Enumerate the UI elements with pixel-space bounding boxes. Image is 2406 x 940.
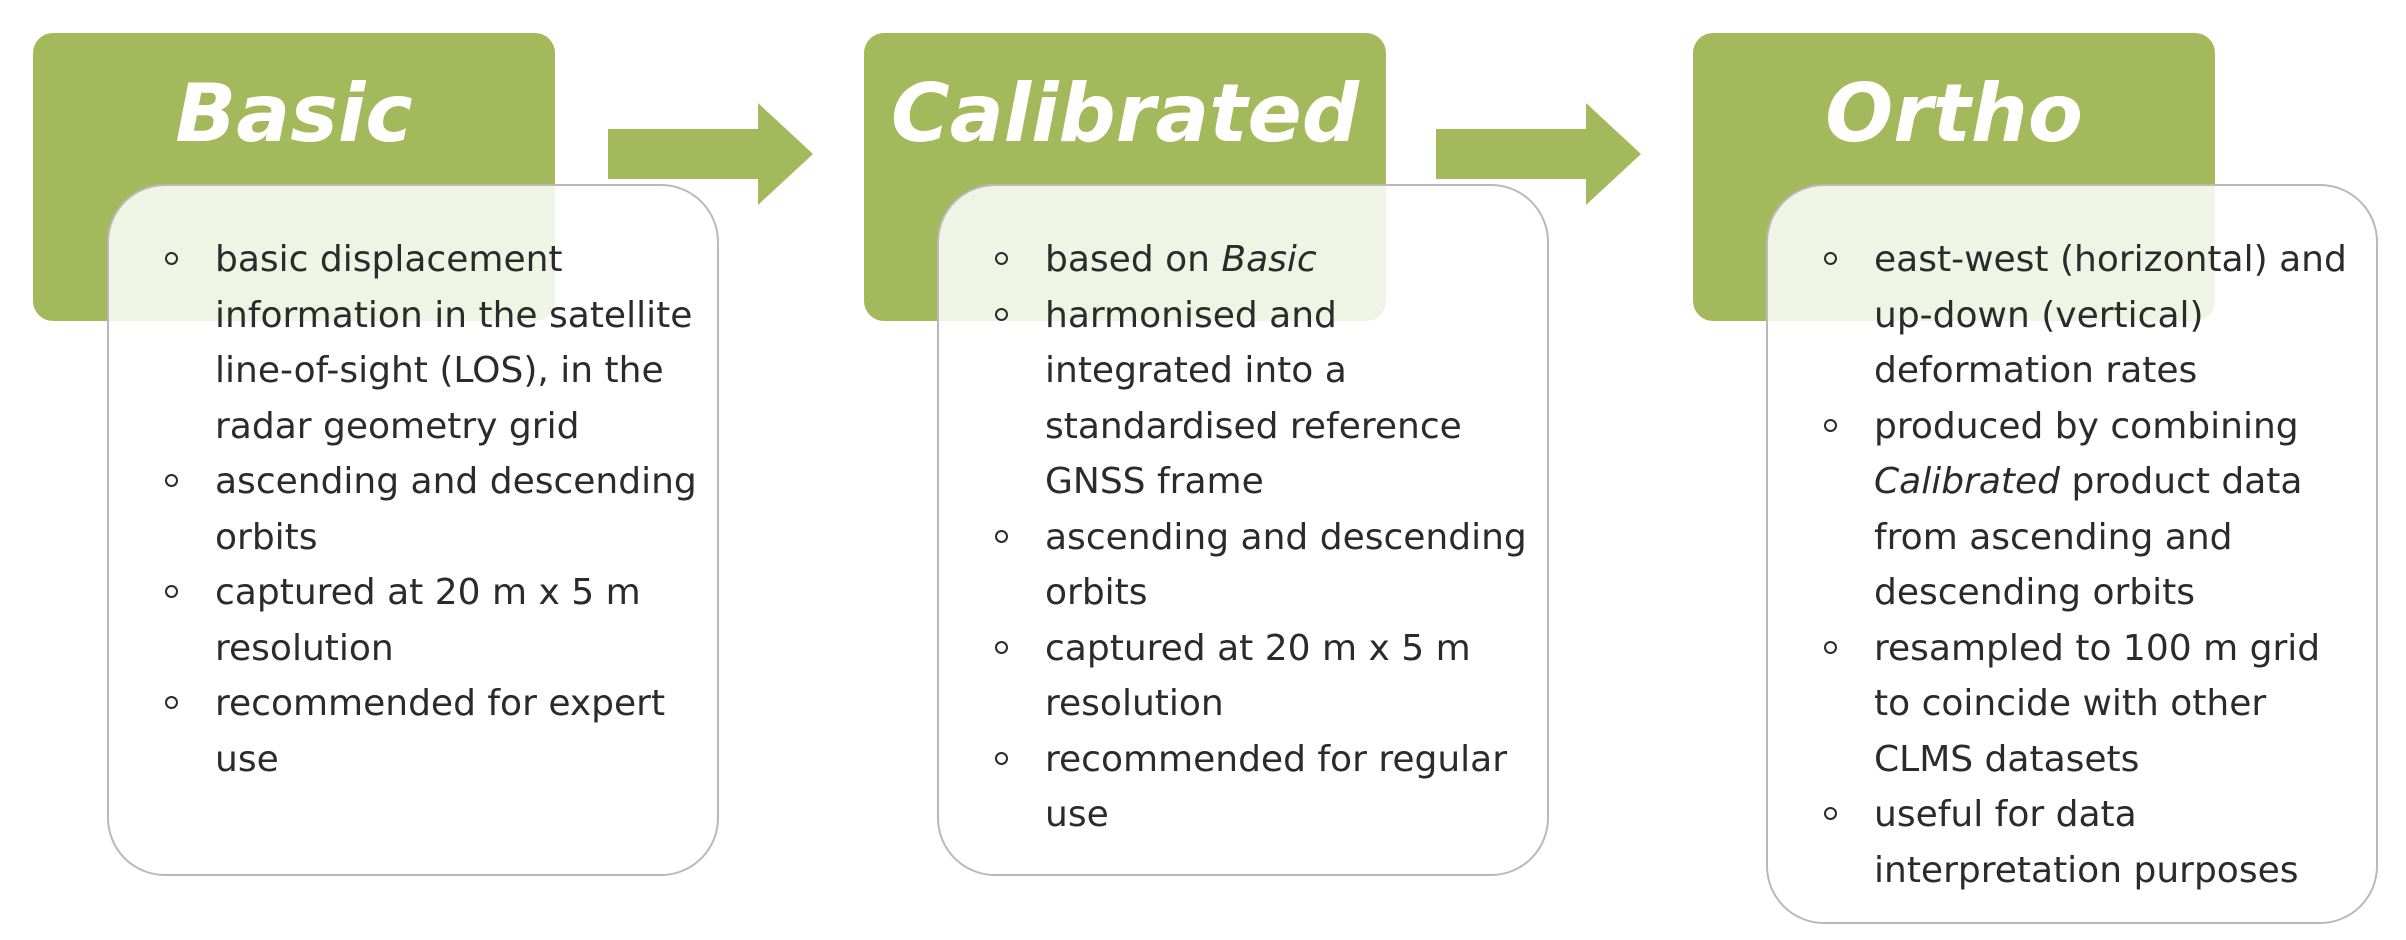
bullet-item: ascending and descending orbits xyxy=(985,510,1527,621)
bullet-item: harmonised and integrated into a standar… xyxy=(985,288,1527,510)
circle-bullet-icon xyxy=(1824,418,1837,432)
bullet-text: recommended for expert use xyxy=(215,683,666,780)
bullet-text: east-west (horizontal) and up-down (vert… xyxy=(1874,239,2347,391)
bullet-text: produced by combining xyxy=(1874,405,2299,447)
bullet-text: ascending and descending orbits xyxy=(1045,516,1527,614)
bullet-list: based on Basic harmonised and integrated … xyxy=(985,232,1527,843)
stage-card-calibrated: based on Basic harmonised and integrated … xyxy=(937,184,1549,876)
bullet-item: based on Basic xyxy=(985,232,1527,288)
stage-title: Calibrated xyxy=(890,66,1359,160)
bullet-text: resampled to 100 m grid to coincide with… xyxy=(1874,627,2321,780)
bullet-list: east-west (horizontal) and up-down (vert… xyxy=(1814,232,2356,898)
right-arrow-icon xyxy=(1436,103,1641,205)
circle-bullet-icon xyxy=(165,585,178,598)
stage-title: Basic xyxy=(175,66,413,160)
bullet-text: harmonised and integrated into a standar… xyxy=(1045,294,1462,503)
circle-bullet-icon xyxy=(1824,252,1837,265)
bullet-item: captured at 20 m x 5 m resolution xyxy=(155,565,697,676)
circle-bullet-icon xyxy=(995,307,1008,321)
circle-bullet-icon xyxy=(995,252,1008,265)
bullet-text: captured at 20 m x 5 m resolution xyxy=(1045,627,1471,725)
bullet-text: ascending and descending orbits xyxy=(215,461,697,558)
bullet-text: based on xyxy=(1045,239,1222,280)
bullet-item: basic displacement information in the sa… xyxy=(155,232,697,454)
bullet-item: recommended for expert use xyxy=(155,676,697,787)
bullet-item: resampled to 100 m grid to coincide with… xyxy=(1814,621,2356,788)
circle-bullet-icon xyxy=(995,640,1008,654)
circle-bullet-icon xyxy=(995,529,1008,543)
circle-bullet-icon xyxy=(165,696,178,709)
bullet-item: east-west (horizontal) and up-down (vert… xyxy=(1814,232,2356,399)
bullet-text: basic displacement information in the sa… xyxy=(215,239,693,447)
stage-card-ortho: east-west (horizontal) and up-down (vert… xyxy=(1766,184,2378,924)
bullet-item: recommended for regular use xyxy=(985,732,1527,843)
bullet-item: captured at 20 m x 5 m resolution xyxy=(985,621,1527,732)
bullet-item: ascending and descending orbits xyxy=(155,454,697,565)
circle-bullet-icon xyxy=(995,751,1008,765)
stage-title: Ortho xyxy=(1825,66,2083,160)
stage-card-basic: basic displacement information in the sa… xyxy=(107,184,719,876)
circle-bullet-icon xyxy=(165,252,178,265)
circle-bullet-icon xyxy=(1824,807,1837,820)
circle-bullet-icon xyxy=(1824,640,1837,654)
emphasized-text: Basic xyxy=(1221,239,1317,280)
bullet-text: useful for data interpretation purposes xyxy=(1874,794,2299,891)
circle-bullet-icon xyxy=(165,474,178,487)
bullet-text: captured at 20 m x 5 m resolution xyxy=(215,572,641,669)
bullet-item: useful for data interpretation purposes xyxy=(1814,787,2356,898)
bullet-text: recommended for regular use xyxy=(1045,738,1508,836)
bullet-item: produced by combining Calibrated product… xyxy=(1814,399,2356,621)
bullet-list: basic displacement information in the sa… xyxy=(155,232,697,787)
emphasized-text: Calibrated xyxy=(1874,461,2061,502)
right-arrow-icon xyxy=(608,103,813,205)
bullet-text: product data from ascending and descendi… xyxy=(1874,461,2303,613)
